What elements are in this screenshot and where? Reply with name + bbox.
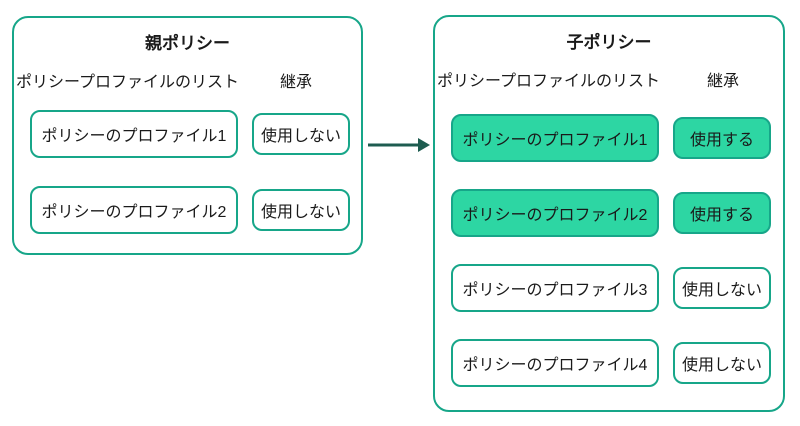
profile-list-label: ポリシープロファイルのリスト (16, 74, 240, 91)
profile-row: ポリシーのプロファイル3 使用しない (451, 264, 771, 312)
child-policy-header: ポリシープロファイルのリスト 継承 (437, 72, 781, 92)
inheritance-status-box: 使用しない (673, 342, 771, 384)
profile-row: ポリシーのプロファイル2 使用する (451, 189, 771, 237)
profile-row: ポリシーのプロファイル4 使用しない (451, 339, 771, 387)
inheritance-arrow-icon (368, 138, 430, 152)
inheritance-status-box: 使用する (673, 117, 771, 159)
child-policy-title: 子ポリシー (566, 33, 652, 52)
inheritance-status-box: 使用しない (252, 113, 350, 155)
inheritance-status-box: 使用しない (673, 267, 771, 309)
parent-policy-header: ポリシープロファイルのリスト 継承 (16, 73, 359, 93)
profile-box: ポリシーのプロファイル1 (451, 114, 659, 162)
profile-list-label: ポリシープロファイルのリスト (437, 73, 661, 90)
profile-box: ポリシーのプロファイル1 (30, 110, 238, 158)
inheritance-status-box: 使用する (673, 192, 771, 234)
parent-policy-panel: 親ポリシー ポリシープロファイルのリスト 継承 ポリシーのプロファイル1 使用し… (12, 16, 363, 255)
profile-row: ポリシーのプロファイル2 使用しない (30, 186, 350, 234)
profile-box: ポリシーのプロファイル2 (30, 186, 238, 234)
profile-box: ポリシーのプロファイル4 (451, 339, 659, 387)
profile-box: ポリシーのプロファイル3 (451, 264, 659, 312)
inheritance-column-label: 継承 (707, 73, 740, 90)
child-policy-panel: 子ポリシー ポリシープロファイルのリスト 継承 ポリシーのプロファイル1 使用す… (433, 15, 785, 412)
profile-box: ポリシーのプロファイル2 (451, 189, 659, 237)
inheritance-status-box: 使用しない (252, 189, 350, 231)
profile-row: ポリシーのプロファイル1 使用する (451, 114, 771, 162)
parent-policy-title: 親ポリシー (145, 34, 230, 53)
inheritance-column-label: 継承 (280, 74, 313, 91)
profile-row: ポリシーのプロファイル1 使用しない (30, 110, 350, 158)
